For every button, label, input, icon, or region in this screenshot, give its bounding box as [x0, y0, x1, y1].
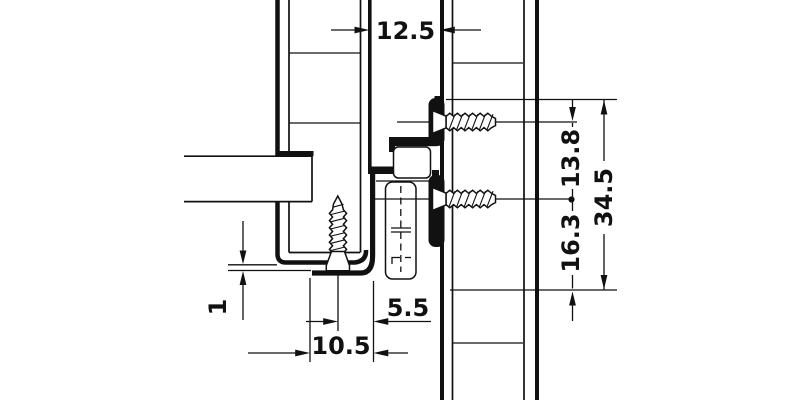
dimension-screw-offsets: 13.8 16.3 [556, 99, 587, 321]
dimension-label-34-5: 34.5 [590, 168, 618, 227]
vertical-fixing-screw [325, 194, 351, 272]
chain-dimension-dot [568, 196, 575, 203]
bracket-top-flange [389, 137, 437, 147]
dimension-label-10-5: 10.5 [311, 332, 370, 360]
dimension-bottom-clearance: 1 [204, 221, 311, 320]
drawer-profile-left-wall [275, 0, 350, 265]
bracket-hook-section [392, 146, 432, 179]
dimension-profile-width: 10.5 [248, 332, 408, 360]
top-mounting-screw [431, 109, 497, 135]
dimension-overall-height: 34.5 [589, 100, 620, 290]
drawer-profile-hook [350, 249, 369, 265]
bracket-body [384, 181, 417, 280]
dimension-panel-gap: 12.5 [331, 17, 481, 45]
mounting-bracket [376, 137, 440, 280]
drawer-bottom-board [184, 151, 314, 203]
bottom-mounting-screw [431, 186, 497, 212]
dimension-label-5-5: 5.5 [387, 294, 430, 322]
countersunk-head [325, 250, 351, 272]
drawer-side-panel [275, 0, 372, 265]
dimension-label-16-3: 16.3 [557, 213, 585, 272]
dimension-label-12-5: 12.5 [376, 17, 435, 45]
dimension-label-1: 1 [204, 299, 232, 316]
dimension-annotations: 12.5 1 5.5 10.5 [204, 17, 620, 362]
dimension-label-13-8: 13.8 [557, 129, 585, 188]
slot-lip [276, 151, 314, 157]
dimension-screw-to-profile: 5.5 [306, 294, 431, 325]
